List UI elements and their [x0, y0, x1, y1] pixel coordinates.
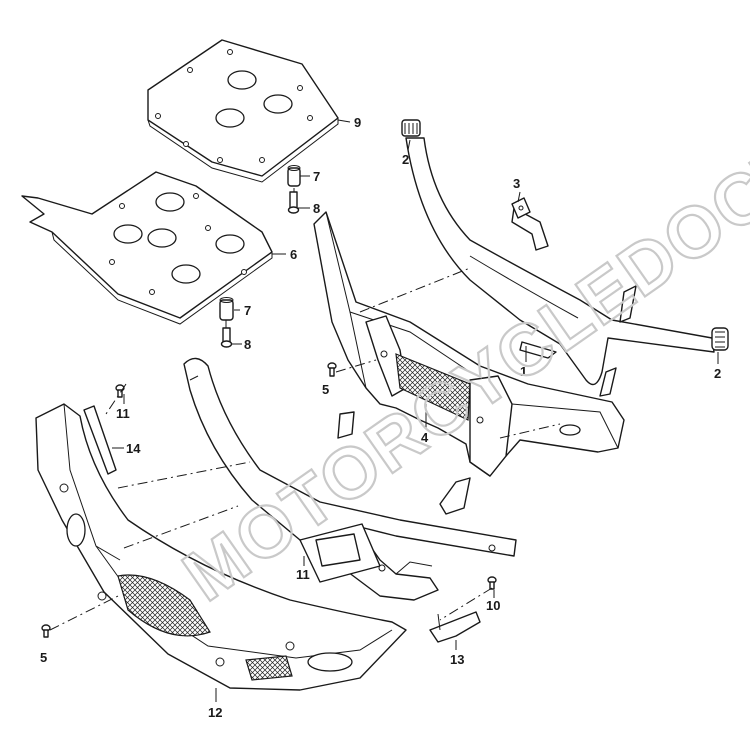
callout-11-upper: 11: [116, 406, 130, 421]
screw-10: [487, 576, 497, 590]
screw-5-lower: [41, 624, 51, 638]
spacer-lower: [219, 297, 234, 321]
bolt-lower: [220, 327, 233, 348]
end-plug-right: [711, 327, 729, 351]
bumper-lower: [35, 403, 407, 691]
callout-4: 4: [421, 430, 429, 445]
bolt-upper: [287, 191, 300, 214]
leader-lines: [112, 119, 719, 702]
end-plug-top: [401, 119, 421, 137]
bracket-right: [429, 611, 481, 643]
callout-9: 9: [354, 115, 361, 130]
brush-guard-tube-lower: [183, 357, 517, 601]
callout-1: 1: [520, 364, 527, 379]
callout-8-lower: 8: [244, 337, 251, 352]
callout-10: 10: [486, 598, 500, 613]
callout-2-right: 2: [714, 366, 721, 381]
callout-2-top: 2: [402, 152, 409, 167]
screw-11-upper: [115, 384, 125, 398]
screw-5-upper: [327, 362, 337, 377]
callout-14: 14: [126, 441, 141, 456]
callout-3: 3: [513, 176, 520, 191]
spacer-upper: [287, 165, 301, 187]
callout-5-lower: 5: [40, 650, 47, 665]
callout-5-upper: 5: [322, 382, 329, 397]
callout-12: 12: [208, 705, 222, 720]
skid-plate-upper: [147, 39, 339, 183]
bracket-left: [83, 405, 117, 475]
callout-13: 13: [450, 652, 464, 667]
callout-7-upper: 7: [313, 169, 320, 184]
alignment-lines: [49, 188, 561, 631]
callout-7-lower: 7: [244, 303, 251, 318]
callout-8-upper: 8: [313, 201, 320, 216]
callout-6: 6: [290, 247, 297, 262]
skid-plate-lower: [21, 171, 273, 325]
callout-11-lower: 11: [296, 567, 310, 582]
clip: [511, 197, 531, 219]
bumper-upper: [313, 211, 625, 477]
